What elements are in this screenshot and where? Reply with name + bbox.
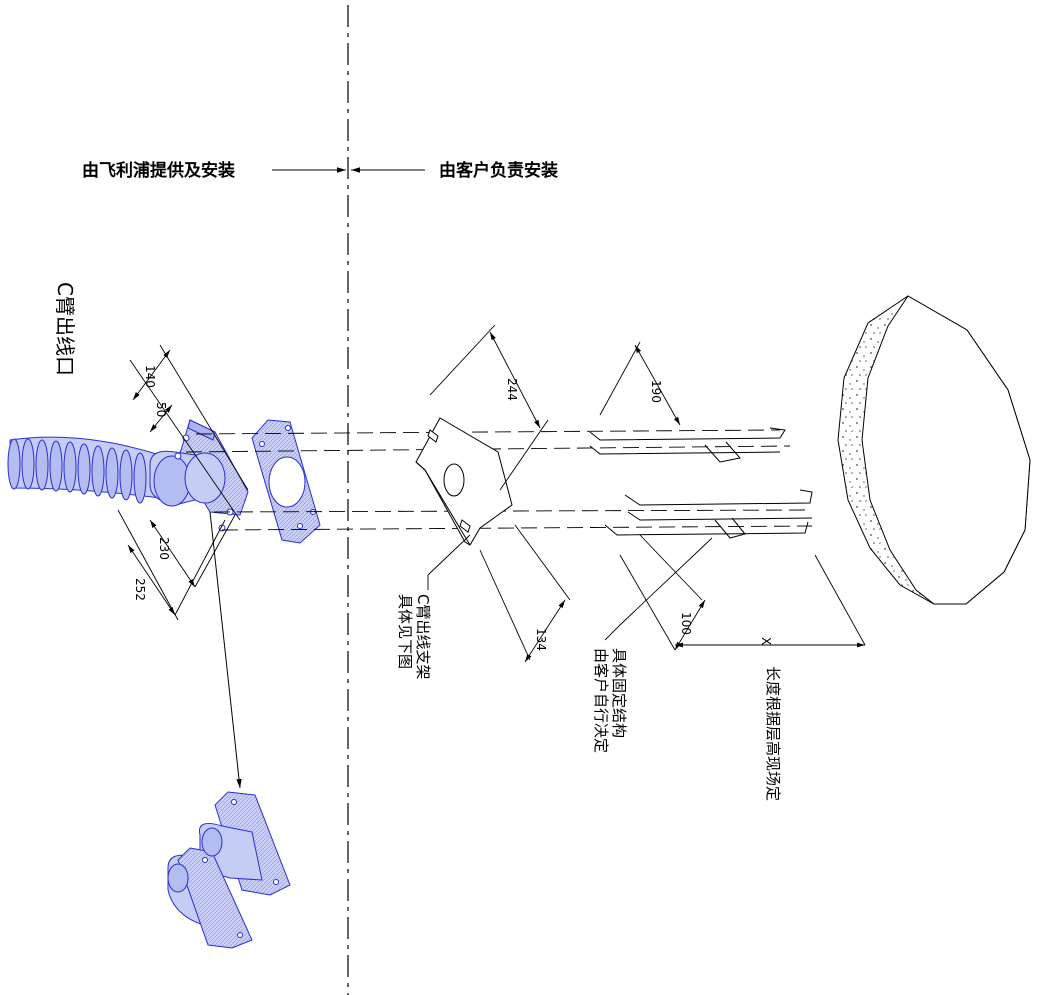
bracket-dimensions xyxy=(429,324,866,663)
fixing-note-line1: 具体固定结构 xyxy=(610,648,628,738)
bracket-note-line1: C臂出线支架 xyxy=(414,594,432,679)
dim-252: 252 xyxy=(133,578,147,601)
bracket-note-line2: 具体见下图 xyxy=(396,594,414,669)
dim-190: 190 xyxy=(649,380,663,403)
customer-label: 由客户负责安装 xyxy=(439,160,558,181)
dim-230: 230 xyxy=(157,537,171,560)
outlet-block xyxy=(149,419,249,532)
cable-hose xyxy=(7,436,176,504)
mounting-plate xyxy=(251,419,321,544)
outlet-dimensions xyxy=(117,344,249,621)
dim-140: 140 xyxy=(143,365,157,388)
concrete-ceiling xyxy=(837,295,1031,605)
dim-100: 100 xyxy=(679,612,693,635)
dim-x: X xyxy=(759,637,773,645)
length-note: 长度根据层高现场定 xyxy=(764,666,782,801)
bracket-detail-view xyxy=(167,791,291,949)
detail-arrow xyxy=(209,511,242,789)
fixing-note-line2: 由客户自行决定 xyxy=(592,648,610,753)
carm-bracket xyxy=(415,417,513,546)
dim-134: 134 xyxy=(534,628,548,651)
dim-50: 50 xyxy=(154,402,168,417)
channel-fixtures xyxy=(589,427,813,539)
dim-244: 244 xyxy=(505,378,519,401)
supplier-label: 由飞利浦提供及安装 xyxy=(82,160,235,181)
leader-lines xyxy=(427,534,713,641)
carm-outlet-label: C臂出线口 xyxy=(53,282,77,376)
